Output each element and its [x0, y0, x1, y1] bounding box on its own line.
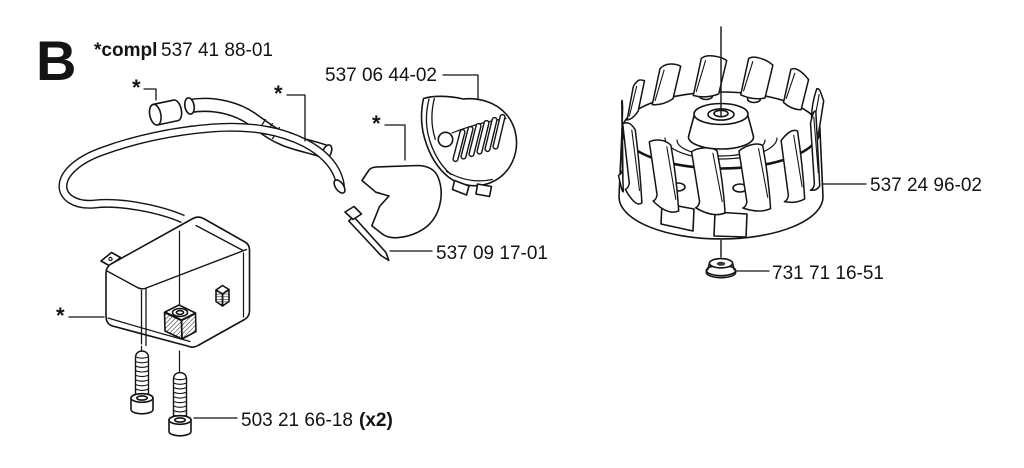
flywheel-blade-line: [654, 69, 665, 102]
label-cover: 537 06 44-02: [325, 65, 437, 86]
flywheel-blade: [739, 56, 774, 100]
flywheel-blades: [617, 55, 825, 216]
screw-1: [130, 350, 154, 415]
flywheel-blade-line: [695, 60, 707, 93]
compl-part-number: 537 41 88-01: [161, 40, 273, 61]
thread-ridge: [135, 388, 149, 391]
flywheel-window: [713, 211, 748, 238]
leader-hose: [286, 94, 306, 142]
label-screws-qty: (x2): [359, 410, 393, 431]
flywheel-blade-line: [813, 116, 819, 174]
flywheel-blade: [809, 110, 821, 192]
thread-ridge: [135, 374, 149, 378]
label-screws: 503 21 66-18: [241, 410, 353, 431]
asterisk-hose: *: [274, 81, 283, 106]
flywheel-blade: [621, 122, 643, 205]
screw-2: [168, 371, 192, 437]
thread-ridge: [173, 396, 187, 399]
leader-tube: [143, 88, 157, 101]
flywheel-nut: [705, 257, 737, 279]
flywheel-blade-line: [712, 152, 723, 203]
tube-connector: [148, 99, 183, 126]
thread-ridge: [173, 410, 187, 413]
flywheel-blade-line: [621, 105, 624, 178]
thread-ridge: [173, 377, 187, 381]
leader-cover: [442, 74, 479, 100]
leader-lines: [68, 74, 867, 419]
flywheel-blade-line: [631, 129, 641, 191]
flywheel-blade: [690, 147, 726, 216]
asterisk-tube: *: [132, 75, 141, 100]
label-rod: 537 09 17-01: [436, 243, 548, 264]
flywheel-blade-line: [785, 72, 796, 100]
flywheel-blade-line: [758, 148, 769, 198]
mounting-block: [163, 304, 197, 340]
thread-ridge: [173, 387, 187, 390]
compl-label: *compl: [94, 40, 157, 61]
asterisk-bracket: *: [372, 111, 381, 136]
thread-ridge: [135, 356, 149, 359]
ignition-module: [100, 216, 251, 373]
module-tab: [100, 251, 122, 267]
flywheel-blade: [648, 139, 680, 213]
ignition-wire: [58, 122, 346, 224]
label-flywheel: 537 24 96-02: [870, 175, 982, 196]
label-nut: 731 71 16-51: [772, 263, 884, 284]
flywheel-window: [660, 202, 695, 232]
cover-vents: [452, 113, 506, 163]
flywheel: [617, 26, 825, 258]
flywheel-blade: [738, 143, 772, 212]
starter-cover: [420, 95, 518, 198]
thread-ridge: [135, 361, 149, 364]
flywheel-blade: [692, 55, 728, 98]
asterisk-module: *: [56, 303, 65, 328]
thread-ridge: [135, 379, 149, 382]
thread-ridge: [173, 405, 187, 408]
flywheel-blade: [780, 129, 806, 204]
leader-bracket: [384, 124, 406, 161]
thread-ridge: [135, 384, 149, 387]
choke-rod: [344, 205, 390, 262]
flywheel-blade-line: [743, 61, 754, 92]
flywheel-blade-line: [628, 85, 638, 117]
thread-ridge: [135, 365, 149, 368]
flywheel-blade: [782, 67, 810, 111]
flywheel-blade: [626, 79, 646, 121]
flywheel-blade-line: [666, 146, 677, 200]
bracket-plate: [361, 164, 443, 239]
flywheel-blade-line: [793, 134, 803, 188]
thread-ridge: [135, 370, 149, 373]
thread-ridge: [173, 391, 187, 395]
thread-ridge: [173, 400, 187, 404]
thread-ridge: [173, 382, 187, 385]
flywheel-blade: [651, 63, 682, 106]
module-connector: [215, 284, 230, 307]
section-letter: B: [36, 29, 76, 92]
